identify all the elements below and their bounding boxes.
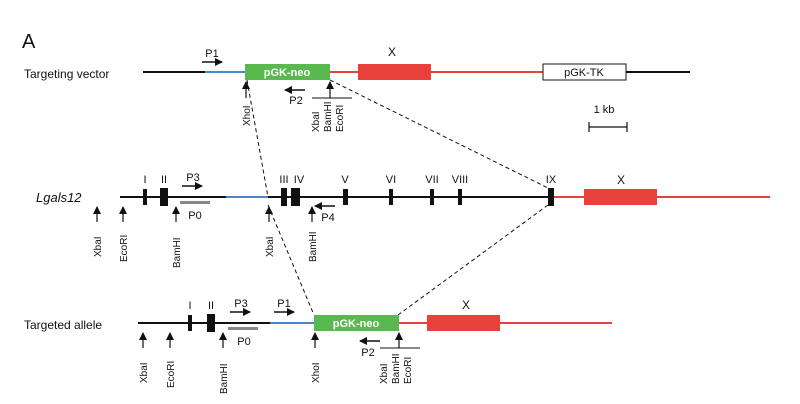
gen-exon-label-8: VIII bbox=[452, 174, 469, 186]
gen-primer-p3: P3 bbox=[186, 172, 199, 184]
gen-exon-7 bbox=[430, 189, 434, 205]
ta-exon-1 bbox=[188, 315, 192, 331]
genomic-row: Lgals12 X I II III IV V VI VII VIII IX P… bbox=[36, 172, 770, 268]
ta-x-box bbox=[427, 315, 500, 331]
ta-p0-probe bbox=[228, 327, 258, 330]
gen-exon-label-9: IX bbox=[546, 174, 557, 186]
ta-primer-p3: P3 bbox=[234, 298, 247, 310]
tv-pgk-neo-box bbox=[245, 64, 330, 80]
gen-exon-2 bbox=[160, 188, 168, 206]
tv-site-xbai: XbaI bbox=[311, 111, 322, 132]
targeted-allele-label: Targeted allele bbox=[24, 318, 102, 332]
tv-site-bamhi: BamHI bbox=[323, 101, 334, 132]
gen-primer-p4: P4 bbox=[321, 212, 334, 224]
ta-site-xbai-1: XbaI bbox=[139, 362, 150, 383]
ta-exon-label-1: I bbox=[188, 300, 191, 312]
gen-exon-8 bbox=[458, 189, 462, 205]
tv-x-box bbox=[358, 64, 431, 80]
dash-allele-right bbox=[397, 204, 549, 316]
ta-site-xbai-2: XbaI bbox=[379, 363, 390, 384]
tv-primer-p1: P1 bbox=[205, 48, 218, 60]
scale-bar-label: 1 kb bbox=[594, 104, 615, 116]
gen-exon-9 bbox=[548, 188, 554, 206]
tv-pgk-neo-label: pGK-neo bbox=[264, 67, 311, 79]
gen-exon-6 bbox=[389, 189, 393, 205]
gen-p0-probe bbox=[180, 201, 210, 204]
dash-tv-left bbox=[246, 79, 269, 198]
gen-exon-label-5: V bbox=[341, 174, 349, 186]
tv-primer-p2: P2 bbox=[289, 95, 302, 107]
gen-x-label: X bbox=[617, 173, 625, 187]
ta-primer-p0: P0 bbox=[237, 336, 250, 348]
ta-primer-p2: P2 bbox=[361, 347, 374, 359]
genomic-label: Lgals12 bbox=[36, 190, 82, 205]
gen-exon-4 bbox=[291, 188, 300, 206]
ta-site-xhoi: XhoI bbox=[311, 362, 322, 383]
tv-site-xhoi: XhoI bbox=[242, 105, 253, 126]
ta-site-bamhi-1: BamHI bbox=[219, 363, 230, 394]
gen-site-xbai-2: XbaI bbox=[265, 236, 276, 257]
gen-exon-label-6: VI bbox=[386, 174, 396, 186]
tv-site-ecori: EcoRI bbox=[335, 105, 346, 132]
gen-exon-label-1: I bbox=[143, 174, 146, 186]
gen-site-xbai-1: XbaI bbox=[93, 236, 104, 257]
dash-allele-left bbox=[267, 204, 315, 316]
targeting-vector-row: Targeting vector pGK-neo X pGK-TK P1 P2 … bbox=[24, 45, 690, 132]
ta-site-bamhi-2: BamHI bbox=[391, 353, 402, 384]
scale-bar: 1 kb bbox=[588, 104, 628, 132]
dash-tv-right bbox=[329, 79, 549, 189]
targeted-allele-row: Targeted allele pGK-neo X I II P3 P1 P0 … bbox=[24, 298, 612, 394]
gen-exon-5 bbox=[343, 189, 348, 205]
ta-exon-2 bbox=[207, 314, 215, 332]
gen-primer-p0: P0 bbox=[188, 210, 201, 222]
ta-site-ecori-2: EcoRI bbox=[403, 357, 414, 384]
gen-site-bamhi-1: BamHI bbox=[172, 237, 183, 268]
gen-exon-label-4: IV bbox=[294, 174, 305, 186]
gen-exon-label-3: III bbox=[279, 174, 288, 186]
ta-primer-p1: P1 bbox=[277, 298, 290, 310]
gen-exon-label-2: II bbox=[161, 174, 167, 186]
panel-label: A bbox=[22, 31, 36, 53]
gen-exon-1 bbox=[143, 189, 147, 205]
tv-x-label: X bbox=[388, 45, 396, 59]
gen-site-bamhi-2: BamHI bbox=[308, 231, 319, 262]
ta-exon-label-2: II bbox=[208, 300, 214, 312]
targeting-vector-label: Targeting vector bbox=[24, 67, 109, 81]
ta-site-ecori: EcoRI bbox=[166, 361, 177, 388]
tv-pgk-tk-label: pGK-TK bbox=[564, 67, 604, 79]
gen-exon-3 bbox=[281, 188, 287, 206]
ta-pgk-neo-label: pGK-neo bbox=[333, 318, 380, 330]
gen-exon-label-7: VII bbox=[425, 174, 438, 186]
ta-x-label: X bbox=[462, 298, 470, 312]
ta-pgk-neo-box bbox=[314, 315, 399, 331]
gen-x-box bbox=[584, 189, 657, 205]
gen-site-ecori: EcoRI bbox=[119, 235, 130, 262]
